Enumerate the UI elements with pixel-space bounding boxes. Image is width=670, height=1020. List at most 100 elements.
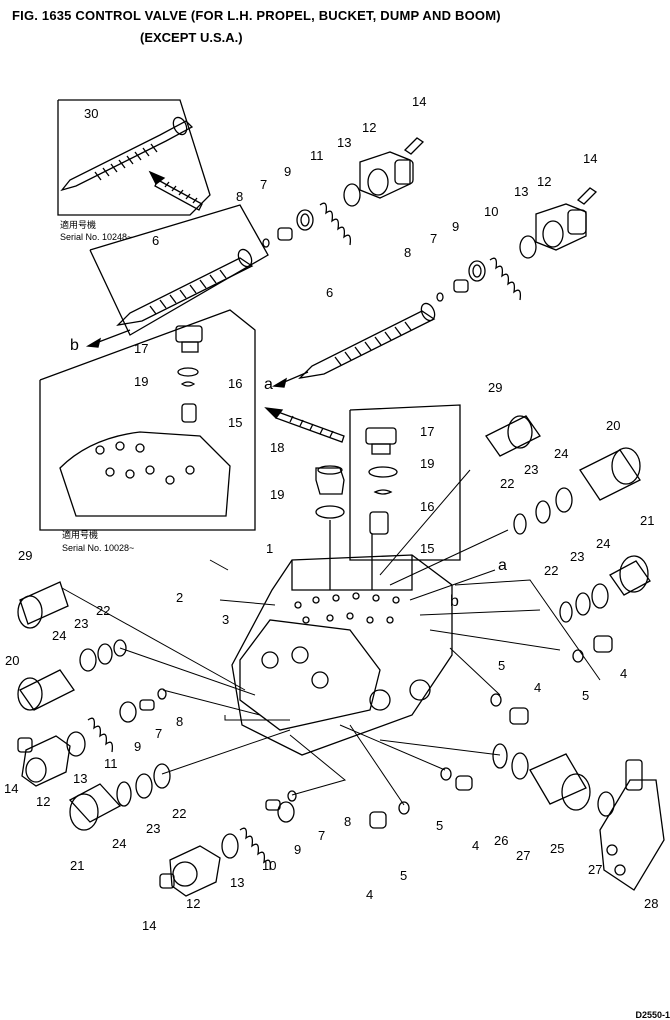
callout-20: 20 bbox=[606, 418, 620, 433]
callout-7: 7 bbox=[318, 828, 325, 843]
callout-21: 21 bbox=[640, 513, 654, 528]
callout-12: 12 bbox=[537, 174, 551, 189]
left-inset-frame bbox=[39, 309, 256, 531]
callout-27: 27 bbox=[588, 862, 602, 877]
callout-16: 16 bbox=[420, 499, 434, 514]
callout-15: 15 bbox=[420, 541, 434, 556]
callout-22: 22 bbox=[96, 603, 110, 618]
corner-code: D2550-1 bbox=[635, 1010, 670, 1020]
spool-6-middle-part bbox=[298, 302, 436, 379]
left-leader-lines bbox=[61, 559, 501, 806]
callout-22: 22 bbox=[172, 806, 186, 821]
left-side-parts bbox=[17, 581, 171, 831]
spool-6-frame bbox=[89, 204, 269, 336]
right-leader-lines bbox=[379, 469, 601, 696]
figure-title: FIG. 1635 CONTROL VALVE (FOR L.H. PROPEL… bbox=[12, 8, 501, 23]
callout-10: 10 bbox=[484, 204, 498, 219]
callout-25: 25 bbox=[550, 841, 564, 856]
rear-inset-frame bbox=[349, 404, 461, 561]
callout-19: 19 bbox=[134, 374, 148, 389]
callout-19: 19 bbox=[270, 487, 284, 502]
left-inset-parts bbox=[59, 325, 231, 517]
callout-12: 12 bbox=[186, 896, 200, 911]
callout-3: 3 bbox=[222, 612, 229, 627]
callout-16: 16 bbox=[228, 376, 242, 391]
callout-4: 4 bbox=[534, 680, 541, 695]
callout-12: 12 bbox=[362, 120, 376, 135]
callout-23: 23 bbox=[74, 616, 88, 631]
callout-4: 4 bbox=[620, 666, 627, 681]
callout-8: 8 bbox=[404, 245, 411, 260]
callout-8: 8 bbox=[236, 189, 243, 204]
main-valve-body bbox=[231, 554, 453, 756]
callout-26: 26 bbox=[494, 833, 508, 848]
callout-21: 21 bbox=[70, 858, 84, 873]
callout-17: 17 bbox=[134, 341, 148, 356]
callout-24: 24 bbox=[112, 836, 126, 851]
callout-24: 24 bbox=[596, 536, 610, 551]
top-inset-serial-jp: 適用号機 bbox=[60, 219, 96, 230]
callout-29: 29 bbox=[18, 548, 32, 563]
callout-5: 5 bbox=[400, 868, 407, 883]
spool-6-upper-part bbox=[116, 248, 254, 326]
callout-1: 1 bbox=[266, 541, 273, 556]
callout-b: b bbox=[70, 337, 79, 354]
callout-23: 23 bbox=[146, 821, 160, 836]
callout-2: 2 bbox=[176, 590, 183, 605]
callout-14: 14 bbox=[4, 781, 18, 796]
hatched-arrow-top bbox=[148, 170, 203, 211]
callout-7: 7 bbox=[260, 177, 267, 192]
callout-14: 14 bbox=[583, 151, 597, 166]
callout-5: 5 bbox=[498, 658, 505, 673]
callout-5: 5 bbox=[436, 818, 443, 833]
callout-27: 27 bbox=[516, 848, 530, 863]
callout-17: 17 bbox=[420, 424, 434, 439]
callout-9: 9 bbox=[134, 739, 141, 754]
callout-6: 6 bbox=[326, 285, 333, 300]
callout-9: 9 bbox=[452, 219, 459, 234]
callout-12: 12 bbox=[36, 794, 50, 809]
callout-30: 30 bbox=[84, 106, 98, 121]
right-side-parts bbox=[485, 415, 651, 663]
callout-20: 20 bbox=[5, 653, 19, 668]
callout-14: 14 bbox=[142, 918, 156, 933]
callout-4: 4 bbox=[472, 838, 479, 853]
lower-spring-chain bbox=[159, 790, 297, 897]
callout-a: a bbox=[498, 557, 507, 574]
middle-spring-chain bbox=[436, 187, 598, 302]
callout-10: 10 bbox=[262, 858, 276, 873]
plug-18-part bbox=[315, 465, 345, 519]
callout-23: 23 bbox=[570, 549, 584, 564]
callout-22: 22 bbox=[544, 563, 558, 578]
callout-24: 24 bbox=[52, 628, 66, 643]
callout-29: 29 bbox=[488, 380, 502, 395]
callout-5: 5 bbox=[582, 688, 589, 703]
callout-18: 18 bbox=[270, 440, 284, 455]
callout-7: 7 bbox=[155, 726, 162, 741]
callout-9: 9 bbox=[294, 842, 301, 857]
left-inset-serial-jp: 適用号機 bbox=[62, 529, 98, 540]
spool-30-part bbox=[60, 116, 194, 192]
leader-b-upper bbox=[95, 329, 131, 344]
callout-11: 11 bbox=[310, 148, 324, 163]
top-inset-serial: Serial No. 10248~ bbox=[60, 232, 132, 242]
callout-14: 14 bbox=[412, 94, 426, 109]
callout-b: b bbox=[450, 593, 459, 610]
callout-a: a bbox=[264, 376, 273, 393]
callout-23: 23 bbox=[524, 462, 538, 477]
callout-8: 8 bbox=[176, 714, 183, 729]
callout-13: 13 bbox=[337, 135, 351, 150]
figure-subtitle: (EXCEPT U.S.A.) bbox=[140, 30, 243, 45]
lower-right-parts bbox=[369, 693, 665, 891]
callout-6: 6 bbox=[152, 233, 159, 248]
callout-8: 8 bbox=[344, 814, 351, 829]
callout-19: 19 bbox=[420, 456, 434, 471]
callout-13: 13 bbox=[73, 771, 87, 786]
callout-9: 9 bbox=[284, 164, 291, 179]
left-inset-serial: Serial No. 10028~ bbox=[62, 543, 134, 553]
callout-13: 13 bbox=[230, 875, 244, 890]
callout-11: 11 bbox=[104, 756, 118, 771]
top-inset-frame bbox=[57, 99, 211, 216]
callout-13: 13 bbox=[514, 184, 528, 199]
